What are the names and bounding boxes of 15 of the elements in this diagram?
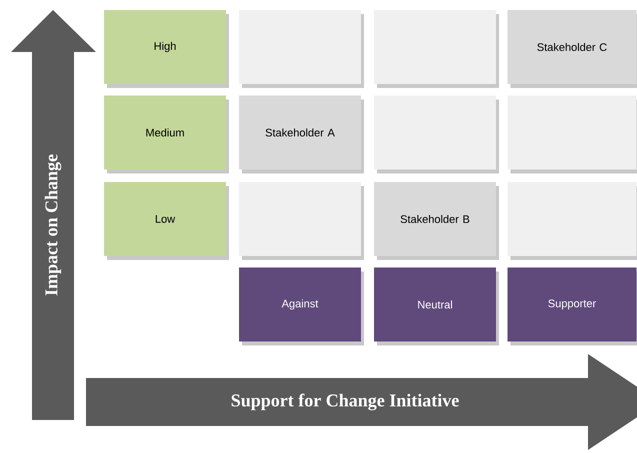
empty-cell [374, 96, 499, 174]
empty-cell [508, 182, 637, 260]
empty-cell [508, 96, 637, 174]
row-header: High [104, 10, 229, 88]
column-header: Supporter [508, 268, 637, 346]
empty-cell [239, 10, 364, 88]
stakeholder-cell: Stakeholder B [374, 182, 499, 260]
stakeholder-cell: Stakeholder A [239, 96, 364, 174]
stakeholder-cell: Stakeholder C [508, 10, 637, 88]
empty-cell [239, 182, 364, 260]
column-header: Neutral [374, 268, 499, 346]
column-header: Against [239, 268, 364, 346]
empty-cell [374, 10, 499, 88]
row-header: Low [104, 182, 229, 260]
row-header: Medium [104, 96, 229, 174]
